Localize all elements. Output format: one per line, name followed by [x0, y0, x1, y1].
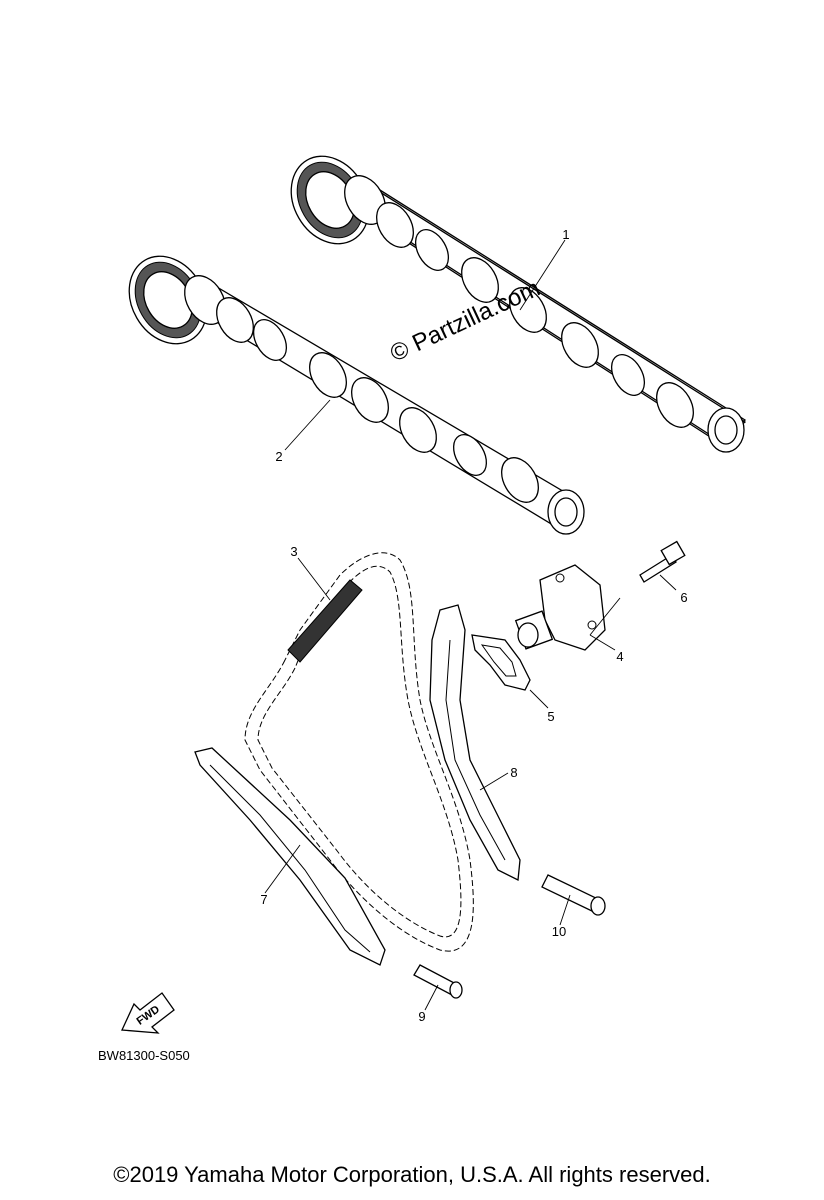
camshaft-1 [290, 155, 747, 453]
callout-7: 7 [260, 892, 267, 907]
chain-tensioner-4 [514, 564, 606, 651]
timing-chain-3 [244, 552, 474, 952]
bolt-6 [639, 540, 686, 583]
callout-2: 2 [275, 449, 282, 464]
gasket-5 [471, 634, 531, 691]
callout-1: 1 [562, 227, 569, 242]
pin-9 [413, 964, 463, 999]
callout-4: 4 [616, 649, 623, 664]
chain-guide-8 [429, 604, 521, 882]
camshaft-2 [128, 255, 585, 535]
callout-labels: 1 2 3 4 5 6 7 8 9 10 [260, 227, 687, 1024]
chain-guide-7 [194, 747, 386, 966]
copyright-footer: ©2019 Yamaha Motor Corporation, U.S.A. A… [113, 1162, 711, 1187]
callout-8: 8 [510, 765, 517, 780]
callout-5: 5 [547, 709, 554, 724]
callout-3: 3 [290, 544, 297, 559]
fwd-arrow-icon: FWD [121, 992, 175, 1034]
drawing-code: BW81300-S050 [98, 1048, 190, 1063]
callout-9: 9 [418, 1009, 425, 1024]
callout-6: 6 [680, 590, 687, 605]
pin-10 [541, 874, 606, 916]
leader-lines [264, 239, 677, 1011]
callout-10: 10 [552, 924, 566, 939]
